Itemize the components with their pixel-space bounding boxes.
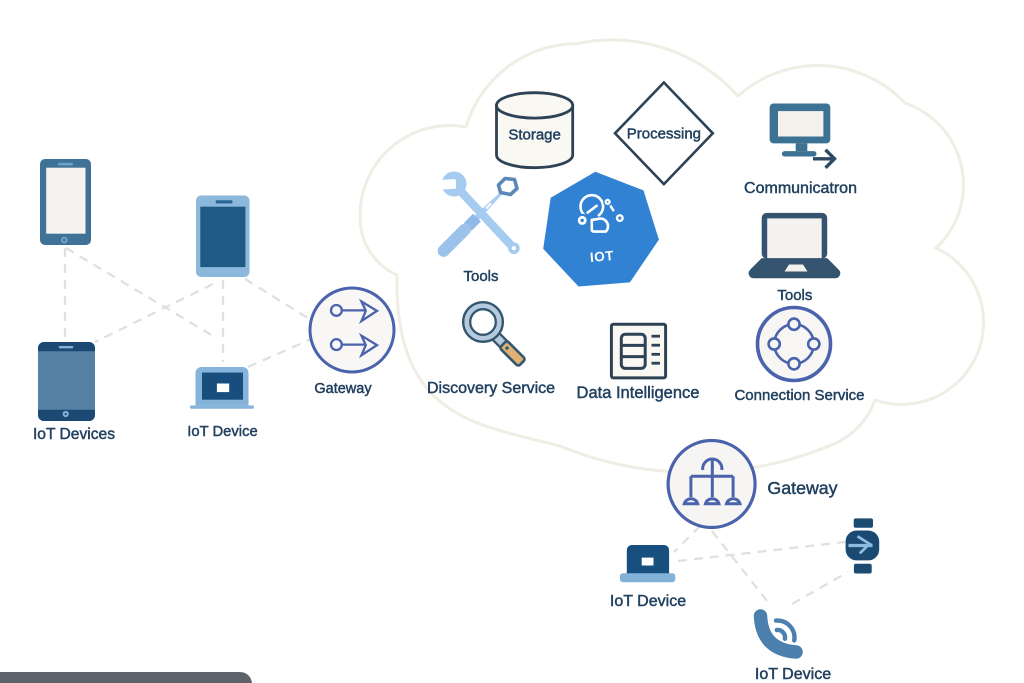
svg-text:Storage: Storage xyxy=(508,127,561,144)
svg-text:Connection Service: Connection Service xyxy=(734,387,864,404)
svg-text:Communicatron: Communicatron xyxy=(744,180,857,197)
svg-text:Gateway: Gateway xyxy=(314,381,372,397)
svg-text:Processing: Processing xyxy=(627,126,701,143)
svg-text:IOT: IOT xyxy=(589,248,614,265)
svg-text:Tools: Tools xyxy=(777,287,812,304)
svg-text:IoT Device: IoT Device xyxy=(187,424,257,440)
svg-text:Gateway: Gateway xyxy=(767,478,837,498)
svg-text:Tools: Tools xyxy=(463,268,498,285)
svg-text:IoT Device: IoT Device xyxy=(755,666,831,683)
svg-text:Data Intelligence: Data Intelligence xyxy=(577,384,700,402)
svg-text:Discovery Service: Discovery Service xyxy=(427,380,555,397)
svg-text:IoT Device: IoT Device xyxy=(610,593,686,610)
svg-text:IoT Devices: IoT Devices xyxy=(33,426,115,443)
